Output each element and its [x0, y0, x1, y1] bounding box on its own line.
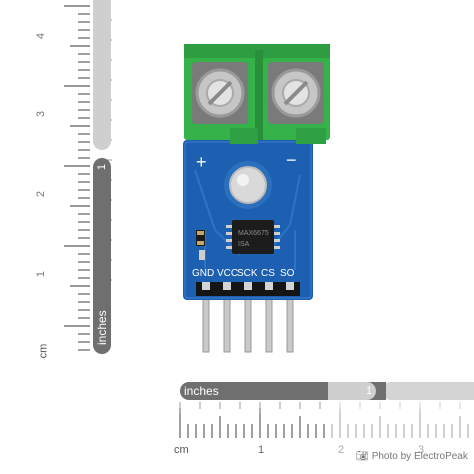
- horizontal-ruler: inches 1 cm 1 2 3: [170, 376, 474, 474]
- chip-pin: [226, 225, 234, 228]
- chip-marking-2: ISA: [238, 241, 250, 248]
- header-pin: [202, 295, 210, 353]
- photo-credit: 📷︎Photo by ElectroPeak: [356, 451, 468, 462]
- header-pins: [202, 295, 294, 353]
- chip-pin: [226, 239, 234, 242]
- polarity-plus: +: [196, 152, 207, 172]
- header-pin: [244, 295, 252, 353]
- camera-icon: 📷︎: [356, 451, 369, 462]
- smd-component: [196, 230, 205, 246]
- header-pin-tops: [202, 282, 294, 290]
- chip-pin: [272, 239, 280, 242]
- chip-pin: [272, 232, 280, 235]
- horizontal-ruler-number-3: 3: [418, 444, 425, 456]
- mounting-hole: [229, 166, 267, 204]
- pin-label-sck: SCK: [237, 268, 258, 279]
- max6675-chip: MAX6675 ISA: [226, 220, 280, 254]
- horizontal-ruler-bar-mid: [328, 382, 376, 400]
- header-pin: [286, 295, 294, 353]
- pin-label-so: SO: [280, 268, 295, 279]
- smd-component-cap: [197, 241, 204, 245]
- chip-pin: [272, 225, 280, 228]
- chip-pin: [272, 246, 280, 249]
- chip-marking-1: MAX6675: [238, 230, 269, 237]
- horizontal-ruler-number-2: 2: [338, 444, 345, 456]
- smd-component-cap: [197, 231, 204, 235]
- header-pin-top: [244, 282, 252, 290]
- pin-label-cs: CS: [261, 268, 275, 279]
- terminal-tab: [296, 128, 326, 144]
- horizontal-ruler-number-1: 1: [258, 444, 265, 456]
- terminal-divider: [255, 50, 263, 140]
- pin-label-gnd: GND: [192, 268, 214, 279]
- screw-terminal-block: [184, 44, 330, 144]
- smd-resistor: [199, 250, 205, 260]
- pin-label-vcc: VCC: [217, 268, 238, 279]
- header-pin: [223, 295, 231, 353]
- vertical-ruler-bar-dark: [93, 158, 111, 354]
- vertical-ruler: inches 1 4 3 2 1 cm: [0, 0, 112, 474]
- photo-credit-text: Photo by ElectroPeak: [371, 451, 468, 462]
- pcb-traces: [194, 169, 301, 270]
- screw-slot-right: [283, 80, 309, 106]
- pin-labels: GND VCC SCK CS SO: [192, 268, 295, 279]
- vertical-ruler-bar-light: [93, 0, 111, 150]
- header-pin-top: [286, 282, 294, 290]
- header-pin-top: [202, 282, 210, 290]
- vertical-ruler-ticks: [64, 5, 112, 351]
- mounting-hole-highlight: [237, 174, 249, 186]
- horizontal-ruler-bar-light: [382, 382, 474, 400]
- horizontal-ruler-inches-label: inches: [184, 384, 219, 398]
- chip-pin: [226, 246, 234, 249]
- chip-body: [232, 220, 274, 254]
- horizontal-ruler-inch-one: 1: [366, 385, 373, 397]
- terminal-tab: [230, 128, 258, 144]
- horizontal-ruler-ticks: [179, 402, 469, 438]
- polarity-minus: −: [286, 150, 297, 170]
- header-pin: [265, 295, 273, 353]
- screw-slot-left: [207, 80, 233, 106]
- horizontal-ruler-cm-label: cm: [174, 444, 189, 456]
- chip-pin: [226, 232, 234, 235]
- header-pin-top: [223, 282, 231, 290]
- header-pin-top: [265, 282, 273, 290]
